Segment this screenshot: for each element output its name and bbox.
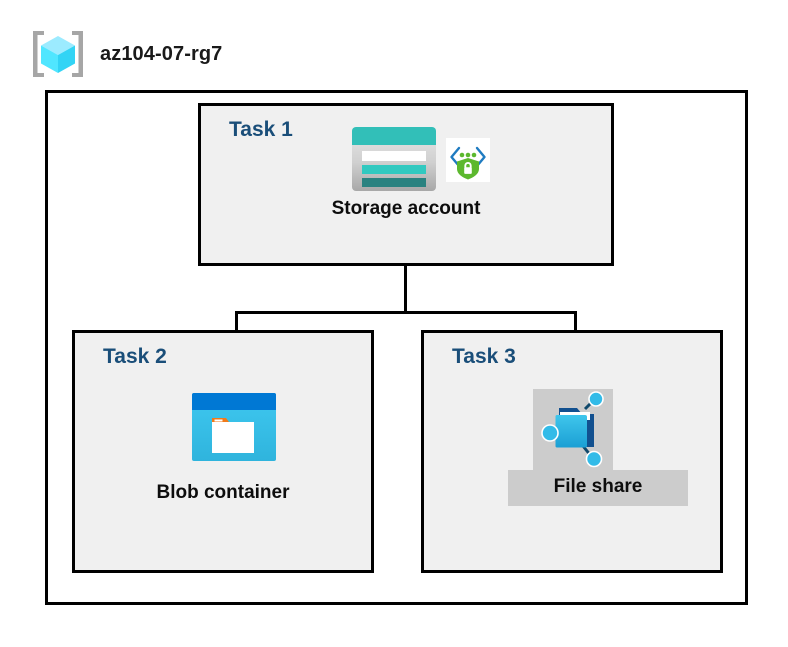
blob-container-icon bbox=[192, 393, 276, 461]
storage-account-label: Storage account bbox=[331, 198, 481, 219]
connector-horizontal-bus bbox=[235, 311, 577, 314]
task-1-label: Task 1 bbox=[229, 118, 293, 141]
blob-container-label: Blob container bbox=[156, 482, 290, 503]
private-link-icon bbox=[446, 138, 490, 182]
task-3-label: Task 3 bbox=[452, 345, 516, 368]
file-share-icon-backdrop bbox=[533, 389, 613, 471]
connector-storage-to-bus bbox=[404, 266, 407, 313]
resource-group-header: az104-07-rg7 bbox=[30, 26, 330, 82]
resource-group-icon bbox=[33, 31, 83, 77]
resource-group-title: az104-07-rg7 bbox=[100, 42, 223, 65]
storage-account-icon bbox=[352, 127, 436, 191]
task-2-label: Task 2 bbox=[103, 345, 167, 368]
file-share-icon bbox=[541, 391, 604, 468]
file-share-label: File share bbox=[508, 470, 688, 506]
